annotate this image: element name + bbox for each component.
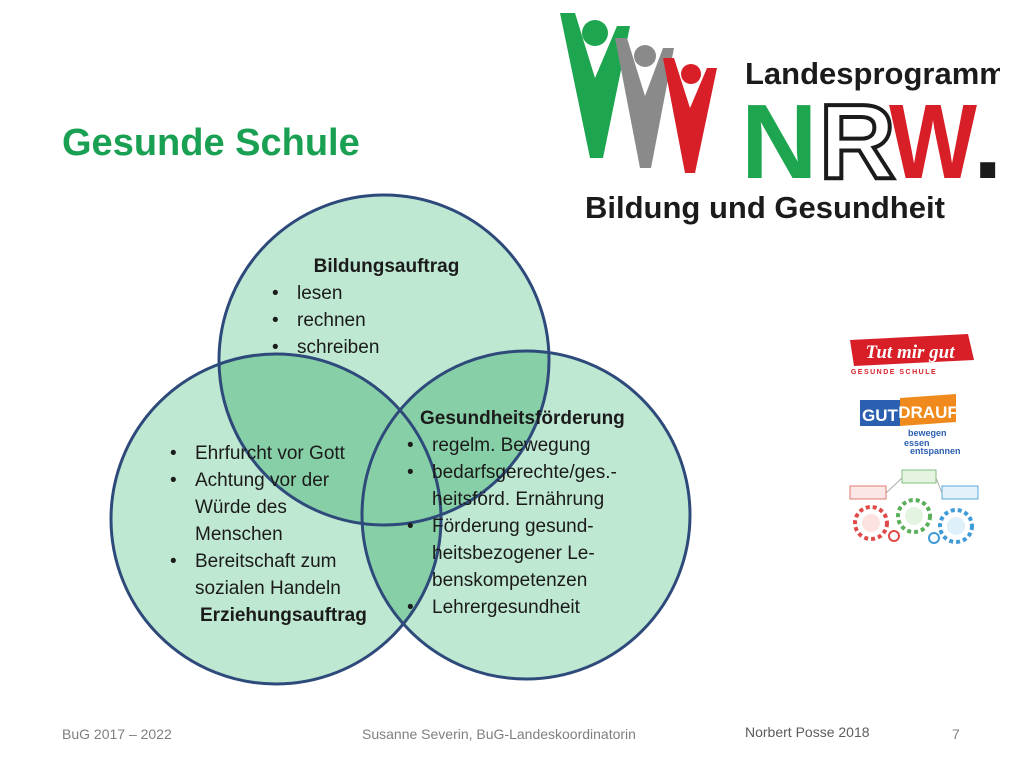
tut-mir-gut-sub: GESUNDE SCHULE <box>851 369 937 376</box>
list-item: lesen <box>270 280 510 307</box>
slide-title: Gesunde Schule <box>62 122 360 164</box>
list-item: bedarfsgerechte/ges.-heitsförd. Ernährun… <box>405 459 637 513</box>
erziehungsauftrag-block: Ehrfurcht vor Gott Achtung vor der Würde… <box>168 440 378 629</box>
figures-icon <box>560 13 717 173</box>
erziehungsauftrag-list: Ehrfurcht vor Gott Achtung vor der Würde… <box>168 440 378 602</box>
list-item: Lehrergesundheit <box>405 594 655 621</box>
bildungsauftrag-heading: Bildungsauftrag <box>313 256 460 277</box>
list-item: schreiben <box>270 334 510 361</box>
list-item: Achtung vor der Würde des Menschen <box>168 467 345 548</box>
circle-bildung-outline <box>217 193 551 527</box>
logo-line1: Landesprogramm <box>745 56 1000 91</box>
gesundheitsfoerderung-block: Gesundheitsförderung regelm. Bewegung be… <box>405 405 655 621</box>
page-number: 7 <box>952 726 960 742</box>
logo-line3: Bildung und Gesundheit <box>585 190 945 225</box>
logo-letter-n: N <box>741 83 818 201</box>
footer-center: Susanne Severin, BuG-Landeskoordinatorin <box>362 726 636 742</box>
gesundheitsfoerderung-heading: Gesundheitsförderung <box>420 408 625 429</box>
logo-dot: . <box>973 83 1000 201</box>
footer-author: Norbert Posse 2018 <box>745 724 870 740</box>
essen-text: essen <box>904 438 930 448</box>
erziehungsauftrag-heading: Erziehungsauftrag <box>200 605 367 626</box>
gesundheitsfoerderung-list: regelm. Bewegung bedarfsgerechte/ges.-he… <box>405 432 655 621</box>
tut-mir-gut-text: Tut mir gut <box>865 342 955 363</box>
logo-letter-r: R <box>819 83 896 201</box>
list-item: Ehrfurcht vor Gott <box>168 440 378 467</box>
drauf-text: DRAUF <box>898 403 958 422</box>
list-item: regelm. Bewegung <box>405 432 655 459</box>
gut-text: GUT <box>862 406 899 425</box>
gut-drauf-logo: GUT DRAUF bewegen essen entspannen <box>860 394 961 456</box>
list-item: Förderung gesund-heitsbezogener Le-bensk… <box>405 513 617 594</box>
bildungsauftrag-block: Bildungsauftrag lesen rechnen schreiben <box>270 253 510 361</box>
list-item: Bereitschaft zum sozialen Handeln <box>168 548 365 602</box>
gear-network-icon <box>849 469 979 544</box>
logo-letter-w: W <box>889 83 977 201</box>
circle-gesundheit-outline <box>360 349 692 681</box>
entspannen-text: entspannen <box>910 446 961 456</box>
bildungsauftrag-list: lesen rechnen schreiben <box>270 280 510 361</box>
tut-mir-gut-logo: Tut mir gut GESUNDE SCHULE <box>850 334 974 376</box>
footer-left: BuG 2017 – 2022 <box>62 726 172 742</box>
landesprogramm-nrw-logo: Landesprogramm N R W . Bildung und Gesun… <box>560 13 1000 225</box>
list-item: rechnen <box>270 307 510 334</box>
bewegen-text: bewegen <box>908 428 947 438</box>
